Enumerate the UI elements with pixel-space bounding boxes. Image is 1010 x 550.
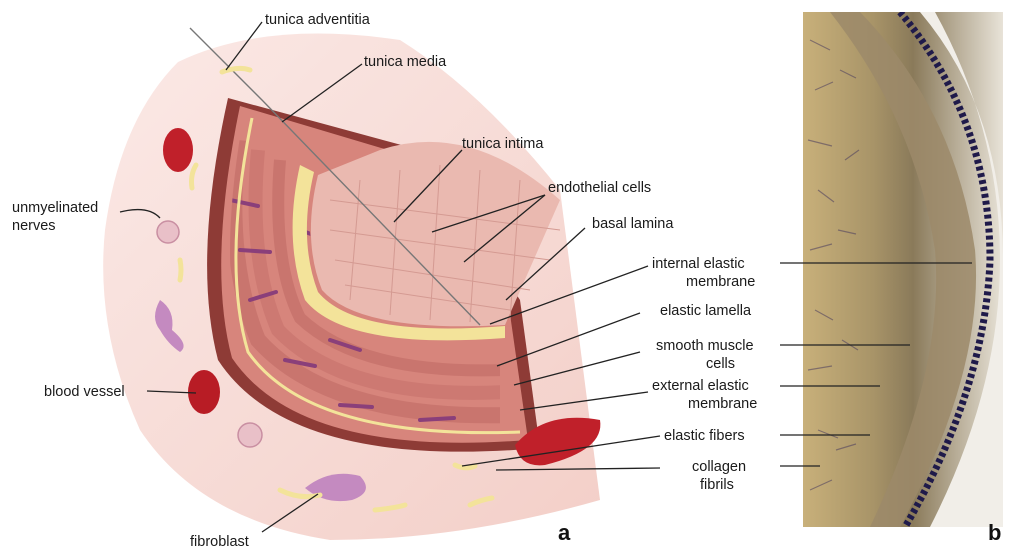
label-external-elastic-line1: external elastic xyxy=(652,378,749,394)
label-fibroblast: fibroblast xyxy=(190,534,249,550)
label-elastic-lamella: elastic lamella xyxy=(660,303,752,319)
blood-vessel-upper xyxy=(163,128,193,172)
panel-letter-b: b xyxy=(988,520,1001,545)
panel-b-micrograph xyxy=(803,12,1003,527)
label-unmyelinated-nerves-line2: nerves xyxy=(12,218,56,234)
label-smooth-muscle-line2: cells xyxy=(706,356,735,372)
label-unmyelinated-nerves-line1: unmyelinated xyxy=(12,200,98,216)
label-blood-vessel: blood vessel xyxy=(44,384,125,400)
label-tunica-adventitia: tunica adventitia xyxy=(265,12,371,28)
label-internal-elastic-line2: membrane xyxy=(686,274,755,290)
label-internal-elastic-line1: internal elastic xyxy=(652,256,745,272)
label-elastic-fibers: elastic fibers xyxy=(664,428,745,444)
label-collagen-line2: fibrils xyxy=(700,477,734,493)
label-tunica-media: tunica media xyxy=(364,54,447,70)
label-endothelial-cells: endothelial cells xyxy=(548,180,651,196)
panel-a-illustration xyxy=(103,28,600,540)
label-external-elastic-line2: membrane xyxy=(688,396,757,412)
label-smooth-muscle-line1: smooth muscle xyxy=(656,338,754,354)
blood-vessel-middle xyxy=(188,370,220,414)
nerve-bundle-lower xyxy=(238,423,262,447)
label-collagen-line1: collagen xyxy=(692,459,746,475)
label-tunica-intima: tunica intima xyxy=(462,136,544,152)
panel-letter-a: a xyxy=(558,520,571,545)
label-basal-lamina: basal lamina xyxy=(592,216,674,232)
nerve-bundle-upper xyxy=(157,221,179,243)
